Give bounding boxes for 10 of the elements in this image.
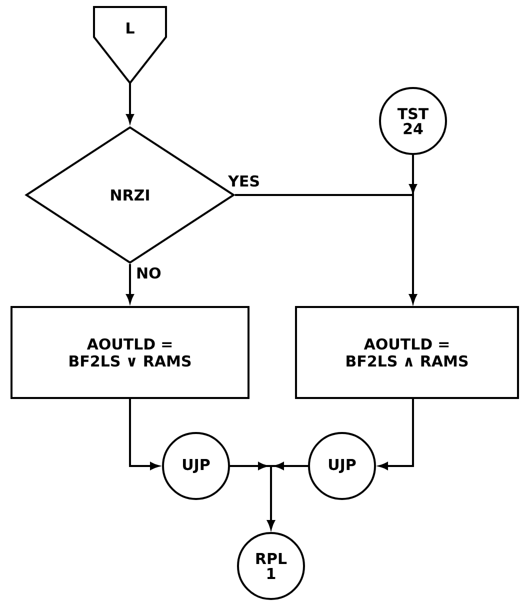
arrow — [129, 399, 159, 470]
offpage-connector: L — [93, 6, 167, 85]
process-box: AOUTLD = BF2LS ∨ RAMS — [10, 306, 250, 399]
edge-label: NO — [135, 266, 162, 280]
process-box: AOUTLD = BF2LS ∧ RAMS — [295, 306, 519, 399]
arrow — [126, 264, 134, 303]
arrow — [267, 462, 308, 529]
arrow — [379, 399, 414, 470]
arrow — [126, 83, 134, 123]
arrow — [409, 155, 417, 303]
